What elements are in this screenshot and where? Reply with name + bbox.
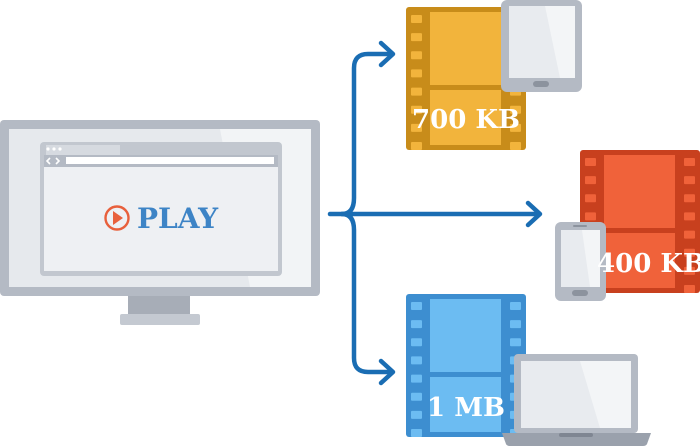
sprocket-hole (411, 410, 422, 419)
sprocket-hole (411, 123, 422, 132)
sprocket-hole (684, 248, 695, 257)
distribution-arrows (327, 40, 543, 386)
sprocket-hole (585, 176, 596, 185)
video-file-700kb: 700 KB (406, 7, 526, 150)
tablet-glare (545, 6, 575, 78)
window-dot-icon (58, 147, 62, 151)
sprocket-hole (510, 302, 521, 310)
file-size-label: 700 KB (412, 105, 520, 135)
sprocket-hole (411, 51, 422, 60)
play-button[interactable]: PLAY (104, 202, 220, 235)
sprocket-hole (684, 230, 695, 239)
sprocket-hole (510, 320, 521, 329)
arrow-head-tablet (378, 40, 396, 68)
window-dot-icon (52, 147, 56, 151)
sprocket-hole (411, 338, 422, 347)
file-size-label: 1 MB (427, 393, 505, 423)
sprocket-hole (684, 266, 695, 275)
browser-tab (46, 145, 120, 155)
sprocket-hole (411, 356, 422, 365)
film-frame (430, 12, 501, 85)
sprocket-hole (411, 374, 422, 383)
back-forward-icon[interactable] (45, 157, 61, 165)
sprocket-hole (411, 105, 422, 114)
file-size-label: 400 KB (597, 249, 700, 279)
sprocket-hole (510, 123, 521, 132)
play-triangle-icon (113, 211, 123, 225)
tablet-home-button (533, 81, 549, 87)
phone-speaker (573, 225, 587, 227)
laptop-base (502, 433, 651, 446)
sprocket-hole (411, 15, 422, 23)
arrow-head-laptop (378, 358, 396, 386)
play-circle-icon (104, 205, 130, 231)
sprocket-hole (411, 69, 422, 78)
sprocket-hole (510, 105, 521, 114)
video-file-1mb: 1 MB (406, 294, 526, 437)
browser-content (44, 167, 278, 271)
sprocket-hole (510, 338, 521, 347)
sprocket-hole (411, 429, 422, 437)
laptop-device (502, 354, 651, 446)
sprocket-hole (585, 194, 596, 203)
sprocket-hole (411, 87, 422, 96)
tablet-device (501, 0, 582, 92)
video-file-400kb (580, 150, 700, 293)
address-bar[interactable] (66, 157, 274, 164)
sprocket-hole (411, 142, 422, 150)
phone-glare (582, 230, 600, 287)
arrow-to-tablet (339, 51, 393, 217)
sprocket-hole (411, 320, 422, 329)
laptop-trackpad-notch (559, 433, 593, 437)
phone-device (555, 222, 606, 301)
sprocket-hole (684, 212, 695, 221)
film-frame (430, 377, 501, 432)
sprocket-hole (684, 158, 695, 166)
sprocket-hole (411, 392, 422, 401)
browser-window: PLAY (40, 142, 282, 276)
sprocket-hole (684, 176, 695, 185)
sprocket-hole (585, 212, 596, 221)
film-frame (430, 299, 501, 372)
sprocket-hole (684, 194, 695, 203)
sprocket-hole (510, 142, 521, 150)
sprocket-hole (684, 285, 695, 293)
sprocket-hole (411, 302, 422, 310)
sprocket-hole (585, 158, 596, 166)
film-frame (604, 233, 675, 288)
monitor-base (120, 314, 200, 325)
window-dot-icon (46, 147, 50, 151)
phone-home-button (572, 290, 588, 296)
sprocket-hole (411, 33, 422, 42)
film-frame (430, 90, 501, 145)
arrow-to-laptop (339, 211, 393, 375)
film-frame (604, 155, 675, 228)
monitor-neck (128, 292, 190, 314)
arrow-head-phone (525, 200, 543, 228)
play-label: PLAY (137, 202, 219, 235)
laptop-glare (580, 361, 631, 428)
desktop-monitor: PLAY (0, 120, 320, 325)
